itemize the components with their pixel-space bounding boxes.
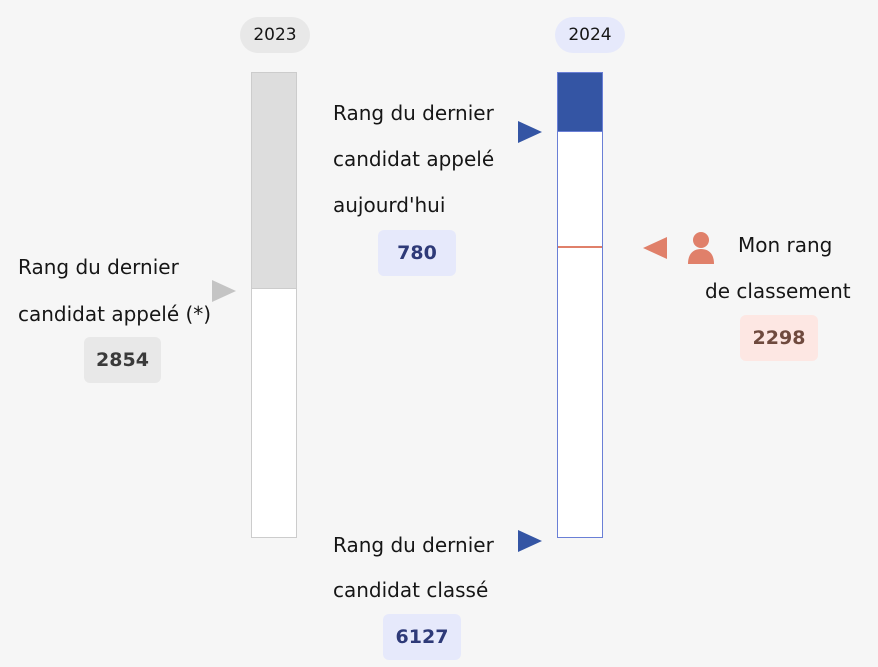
last-called-previous-label-line2: candidat appelé (*) xyxy=(18,302,212,326)
my-rank-line xyxy=(558,246,602,249)
previous-called-arrow-icon xyxy=(212,280,236,302)
year-label-current: 2024 xyxy=(555,17,625,53)
year-label-previous: 2023 xyxy=(240,17,310,53)
bar-current-year xyxy=(557,72,603,538)
my-rank-label-line1: Mon rang xyxy=(738,233,833,257)
my-rank-label-line2: de classement xyxy=(705,279,851,303)
last-ranked-label-line1: Rang du dernier xyxy=(333,533,494,557)
last-called-today-label-line1: Rang du dernier xyxy=(333,101,494,125)
last-ranked-value: 6127 xyxy=(383,614,461,660)
last-called-today-label-line3: aujourd'hui xyxy=(333,193,446,217)
last-ranked-label-line2: candidat classé xyxy=(333,578,489,602)
last-called-today-label-line2: candidat appelé xyxy=(333,147,495,171)
bar-previous-year xyxy=(251,72,297,538)
last-ranked-arrow-icon xyxy=(518,530,542,552)
last-called-previous-value: 2854 xyxy=(84,337,161,383)
user-icon xyxy=(688,232,714,264)
bar-current-called-fill xyxy=(558,73,602,133)
last-called-previous-label-line1: Rang du dernier xyxy=(18,255,179,279)
bar-previous-called-fill xyxy=(252,73,296,290)
my-rank-arrow-icon xyxy=(643,237,667,259)
current-called-arrow-icon xyxy=(518,121,542,143)
my-rank-value: 2298 xyxy=(740,315,818,361)
last-called-today-value: 780 xyxy=(378,230,456,276)
